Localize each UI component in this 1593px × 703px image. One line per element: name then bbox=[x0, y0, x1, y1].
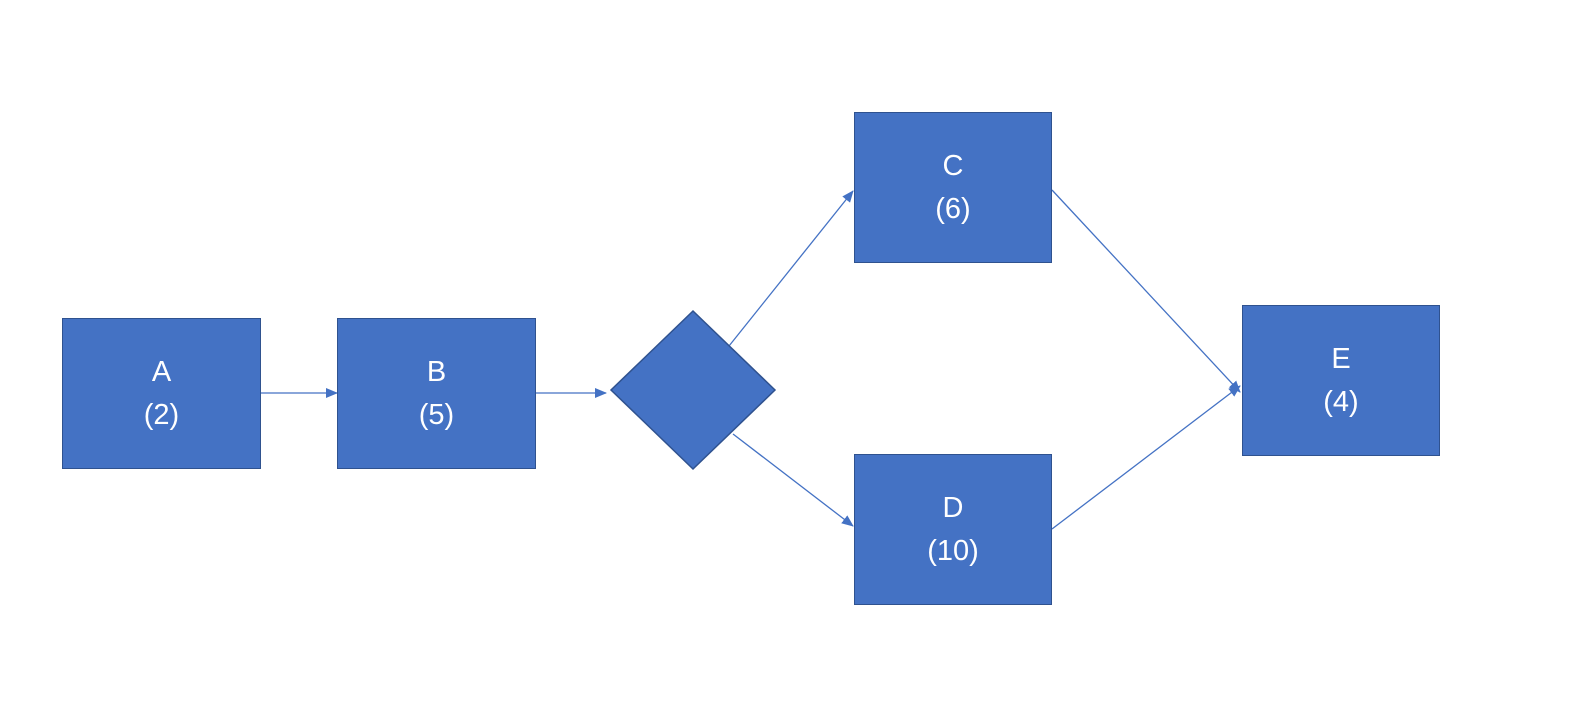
node-e: E (4) bbox=[1242, 305, 1440, 456]
node-a: A (2) bbox=[62, 318, 261, 469]
node-e-duration: (4) bbox=[1323, 385, 1359, 418]
edge-d-to-e bbox=[1051, 385, 1241, 530]
node-b-duration: (5) bbox=[418, 398, 455, 431]
node-a-duration: (2) bbox=[143, 398, 180, 431]
node-d-duration: (10) bbox=[927, 534, 979, 567]
node-c-duration: (6) bbox=[935, 192, 971, 225]
edge-decision-to-d bbox=[732, 433, 854, 527]
node-c-name: C bbox=[942, 149, 964, 182]
node-e-name: E bbox=[1331, 342, 1351, 375]
node-c: C (6) bbox=[854, 112, 1052, 263]
node-b-name: B bbox=[426, 355, 447, 388]
edge-decision-to-c bbox=[728, 190, 854, 347]
edge-c-to-e bbox=[1051, 189, 1241, 393]
node-b: B (5) bbox=[337, 318, 536, 469]
node-a-name: A bbox=[151, 355, 172, 388]
node-d-name: D bbox=[942, 491, 964, 524]
node-d: D (10) bbox=[854, 454, 1052, 605]
decision-node bbox=[609, 309, 777, 471]
